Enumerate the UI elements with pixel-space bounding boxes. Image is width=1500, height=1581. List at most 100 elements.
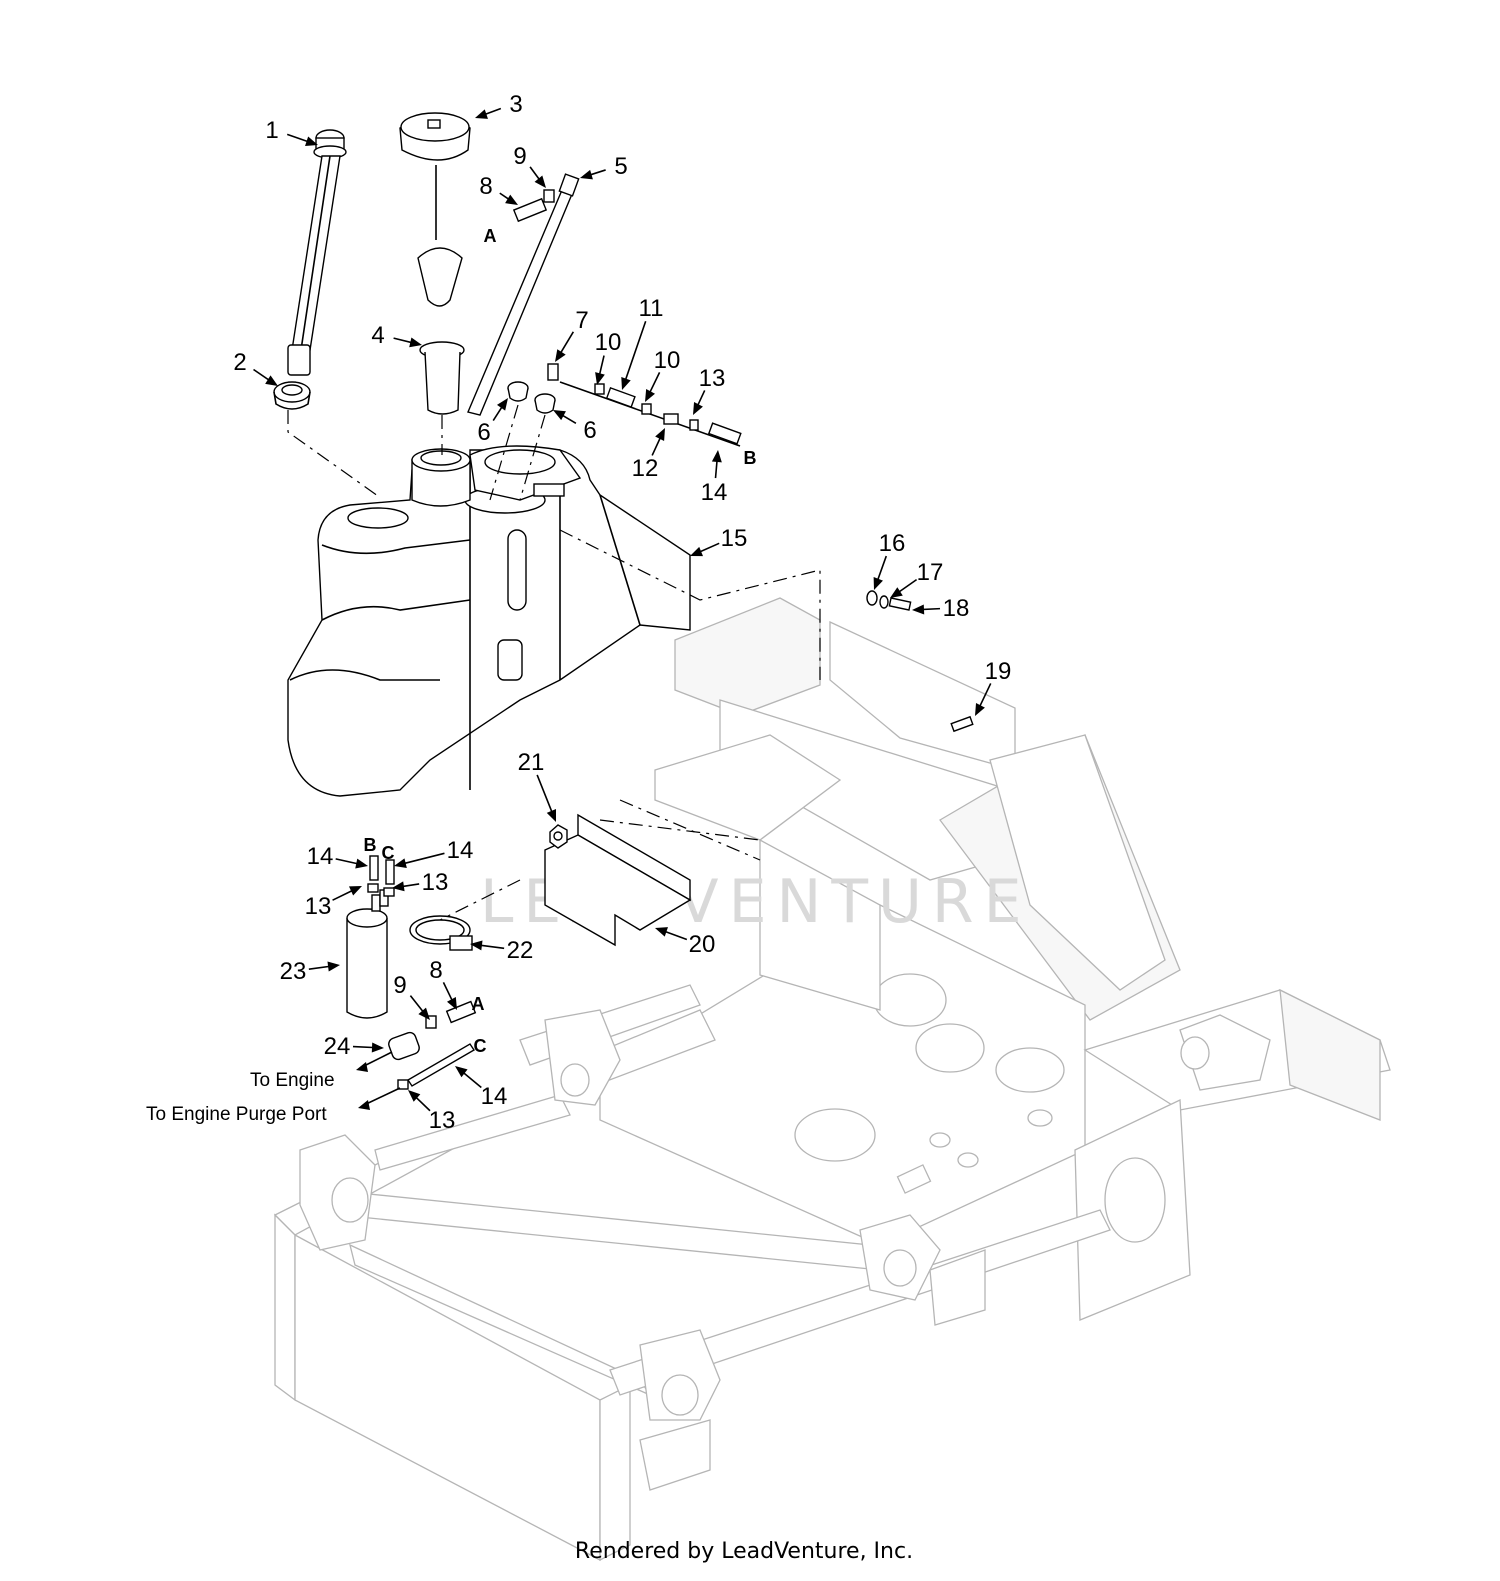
arrowhead-c4 bbox=[409, 337, 422, 348]
arrowhead-c8b bbox=[446, 997, 457, 1010]
arrowhead-c24 bbox=[371, 1042, 384, 1053]
callout-c13a: 13 bbox=[699, 365, 726, 392]
arrowhead-c7 bbox=[555, 349, 566, 362]
callout-c16: 16 bbox=[879, 530, 906, 557]
nut-part-21 bbox=[549, 824, 568, 849]
mower-frame bbox=[273, 597, 1391, 1562]
arrowhead-c13b bbox=[349, 886, 362, 896]
callout-c15: 15 bbox=[721, 525, 748, 552]
callout-c24: 24 bbox=[324, 1033, 351, 1060]
arrowhead-c5 bbox=[580, 169, 593, 180]
letter-lc2: C bbox=[474, 1036, 487, 1056]
arrowhead-c22 bbox=[470, 940, 483, 951]
to-engine-label: To Engine bbox=[250, 1070, 335, 1091]
letter-la1: A bbox=[484, 226, 497, 246]
arrowhead-c8a bbox=[505, 194, 518, 205]
arrowhead-c2 bbox=[265, 375, 278, 386]
callout-c14c: 14 bbox=[447, 837, 474, 864]
arrowhead-c14b bbox=[355, 858, 368, 869]
callout-c8b: 8 bbox=[429, 957, 442, 984]
callout-c12: 12 bbox=[632, 455, 659, 482]
callout-c19: 19 bbox=[985, 658, 1012, 685]
callout-c11: 11 bbox=[639, 295, 664, 322]
arrowhead-c3 bbox=[475, 109, 488, 119]
arrowhead-c13c bbox=[392, 881, 405, 892]
arrowhead-c17 bbox=[890, 587, 903, 598]
arrowhead-c14c bbox=[394, 858, 407, 869]
arrowhead-c10a bbox=[595, 372, 605, 385]
fuel-tank bbox=[287, 445, 691, 797]
clamp-part-22 bbox=[409, 915, 473, 951]
arrowhead-c16 bbox=[873, 577, 883, 590]
leader-c21 bbox=[536, 774, 555, 817]
arrowhead-c20 bbox=[655, 927, 668, 937]
callout-c9a: 9 bbox=[513, 143, 526, 170]
arrowhead-c11 bbox=[621, 377, 631, 390]
arrowhead-c21 bbox=[546, 809, 556, 822]
callout-c6a: 6 bbox=[477, 419, 490, 446]
bolt-part-19 bbox=[950, 715, 974, 733]
callout-c21: 21 bbox=[518, 749, 545, 776]
leader-c11 bbox=[623, 320, 647, 385]
arrowhead-c6a bbox=[496, 398, 508, 411]
fitting-part-7 bbox=[547, 363, 559, 381]
callout-c13d: 13 bbox=[429, 1107, 456, 1134]
arrowhead-c10b bbox=[645, 389, 655, 402]
hoses-above-canister bbox=[367, 855, 395, 897]
arrowhead-c23 bbox=[327, 961, 340, 972]
callout-c6b: 6 bbox=[583, 417, 596, 444]
inline-filter-part-24 bbox=[388, 1000, 477, 1090]
callout-c13b: 13 bbox=[305, 893, 332, 920]
letter-lc1: C bbox=[382, 843, 395, 863]
callout-c7: 7 bbox=[575, 307, 588, 334]
callout-c14b: 14 bbox=[307, 843, 334, 870]
callout-c20: 20 bbox=[689, 931, 716, 958]
callout-c22: 22 bbox=[507, 937, 534, 964]
callout-c10a: 10 bbox=[595, 329, 622, 356]
grommet-part-2 bbox=[273, 381, 311, 410]
callout-c14a: 14 bbox=[701, 479, 728, 506]
arrowhead-c13a bbox=[693, 402, 703, 415]
callout-c13c: 13 bbox=[422, 869, 449, 896]
callout-c3: 3 bbox=[509, 91, 522, 118]
callout-leaders bbox=[253, 107, 992, 1112]
callout-c8a: 8 bbox=[479, 173, 492, 200]
to-engine-purge-label: To Engine Purge Port bbox=[146, 1104, 327, 1125]
fuel-gauge-part-1 bbox=[287, 129, 347, 376]
arrowhead-c1 bbox=[305, 136, 318, 147]
strainer-part-4 bbox=[419, 341, 465, 415]
callout-c9b: 9 bbox=[393, 972, 406, 999]
arrowhead-c15 bbox=[690, 546, 703, 557]
arrowhead-c9a bbox=[534, 175, 546, 188]
arrowhead-c9b bbox=[418, 1007, 430, 1020]
letter-lb1: B bbox=[744, 448, 757, 468]
callout-c5: 5 bbox=[614, 153, 627, 180]
vent-line-part-5 bbox=[467, 173, 580, 416]
letter-la2: A bbox=[472, 994, 485, 1014]
fuel-line-assembly bbox=[559, 381, 742, 447]
arrowhead-c6b bbox=[553, 410, 566, 421]
fuel-cap-part-3 bbox=[399, 112, 471, 307]
bracket-part-20 bbox=[544, 813, 692, 947]
leader-c14c bbox=[399, 852, 445, 866]
engine-arrows bbox=[356, 1051, 401, 1110]
callout-c18: 18 bbox=[943, 595, 970, 622]
arrowhead-c18 bbox=[912, 604, 925, 615]
callout-c23: 23 bbox=[280, 958, 307, 985]
hose-clamp-top bbox=[512, 189, 555, 223]
hardware-16-18 bbox=[866, 590, 912, 611]
arrowhead-c13d bbox=[408, 1090, 421, 1102]
assembly-lines bbox=[287, 404, 821, 921]
canister-part-23 bbox=[346, 889, 389, 1019]
arrowhead-c12 bbox=[655, 428, 665, 441]
footer-credit: Rendered by LeadVenture, Inc. bbox=[575, 1539, 913, 1564]
callout-c17: 17 bbox=[917, 559, 944, 586]
grommets-part-6 bbox=[507, 381, 556, 414]
letter-lb2: B bbox=[364, 835, 377, 855]
callout-c1: 1 bbox=[265, 117, 278, 144]
callout-c14d: 14 bbox=[481, 1083, 508, 1110]
arrowhead-c19 bbox=[975, 703, 985, 716]
